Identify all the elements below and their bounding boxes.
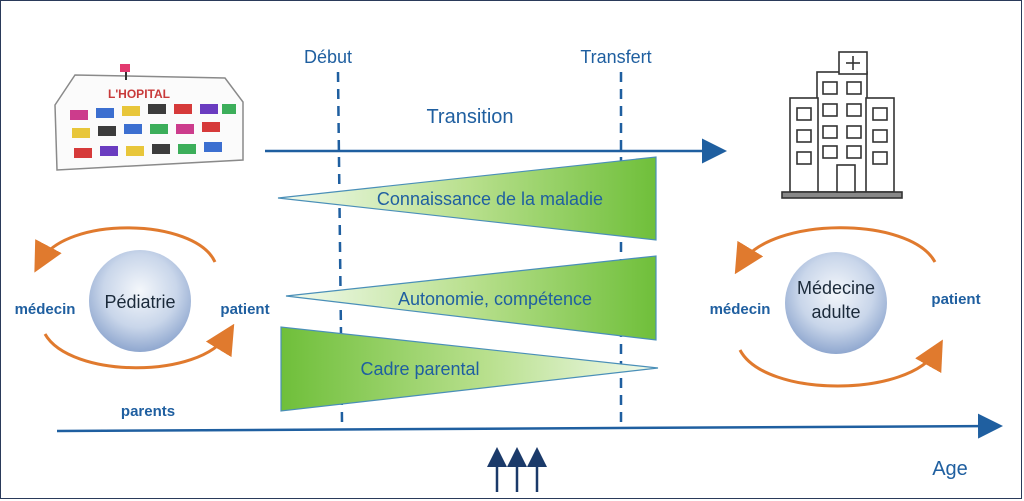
pediatrics-circle xyxy=(89,250,191,352)
right-patient-label: patient xyxy=(931,291,980,308)
milestone-transfer: Transfert xyxy=(580,47,651,67)
left-patient-label: patient xyxy=(220,301,269,318)
parental-label: Cadre parental xyxy=(360,359,479,379)
right-doctor-label: médecin xyxy=(710,301,771,318)
age-label: Age xyxy=(932,458,968,480)
autonomy-wedge xyxy=(285,255,657,341)
age-axis xyxy=(56,413,1003,439)
knowledge-wedge xyxy=(277,156,657,241)
hospital-sign: L'HOPITAL xyxy=(108,87,170,101)
autonomy-label: Autonomie, compétence xyxy=(398,289,592,309)
pediatrics-cycle: Pédiatrie médecin patient parents xyxy=(15,226,270,420)
adult-medicine-cycle: Médecine adulte médecin patient xyxy=(710,226,981,388)
parents-label: parents xyxy=(121,403,175,420)
milestone-start: Début xyxy=(304,47,352,67)
knowledge-label: Connaissance de la maladie xyxy=(377,189,603,209)
childrens-hospital-drawing: L'HOPITAL xyxy=(54,64,244,171)
adult-medicine-line2: adulte xyxy=(811,302,860,322)
adult-medicine-circle xyxy=(785,252,887,354)
adult-medicine-line1: Médecine xyxy=(797,278,875,298)
left-doctor-label: médecin xyxy=(15,301,76,318)
adult-hospital-icon xyxy=(781,51,903,199)
pediatrics-label: Pédiatrie xyxy=(104,292,175,312)
parental-wedge xyxy=(280,326,659,412)
transition-label: Transition xyxy=(426,106,513,128)
up-arrows xyxy=(487,447,547,492)
